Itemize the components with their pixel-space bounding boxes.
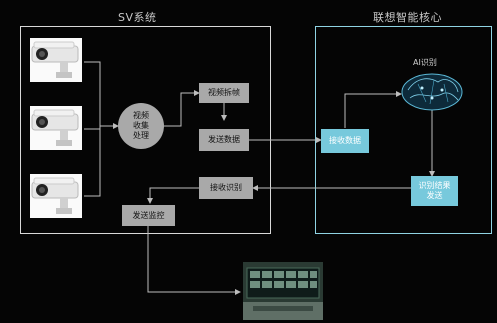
recognition-result-label: 识别结果 发送: [418, 181, 451, 200]
receive-data-label: 接收数据: [329, 136, 361, 145]
camera-1: [30, 38, 82, 82]
video-split-node: 视频拆帧: [199, 83, 249, 103]
sv-system-panel: [20, 26, 271, 234]
ai-recognition-label: AI识别: [413, 58, 437, 67]
video-collect-node: 视频 收集 处理: [118, 103, 164, 149]
video-split-label: 视频拆帧: [208, 88, 240, 97]
sv-system-title: SV系统: [118, 11, 157, 24]
send-monitor-label: 发送监控: [132, 210, 165, 220]
camera-icon: [31, 109, 79, 146]
receive-data-node: 接收数据: [321, 129, 369, 153]
receive-recognition-label: 接收识别: [210, 183, 242, 192]
lenovo-core-panel: [315, 26, 492, 234]
send-data-node: 发送数据: [199, 129, 249, 151]
camera-3: [30, 174, 82, 218]
camera-icon: [31, 41, 79, 78]
video-collect-label: 视频 收集 处理: [133, 111, 149, 140]
recognition-result-node: 识别结果 发送: [411, 176, 458, 206]
ai-brain-icon: [401, 73, 463, 111]
send-monitor-node: 发送监控: [122, 205, 175, 226]
monitor-wall-image: [243, 262, 323, 320]
send-data-label: 发送数据: [208, 135, 240, 144]
camera-icon: [31, 177, 79, 214]
lenovo-core-title: 联想智能核心: [373, 11, 442, 24]
receive-recognition-node: 接收识别: [199, 177, 253, 199]
camera-2: [30, 106, 82, 150]
